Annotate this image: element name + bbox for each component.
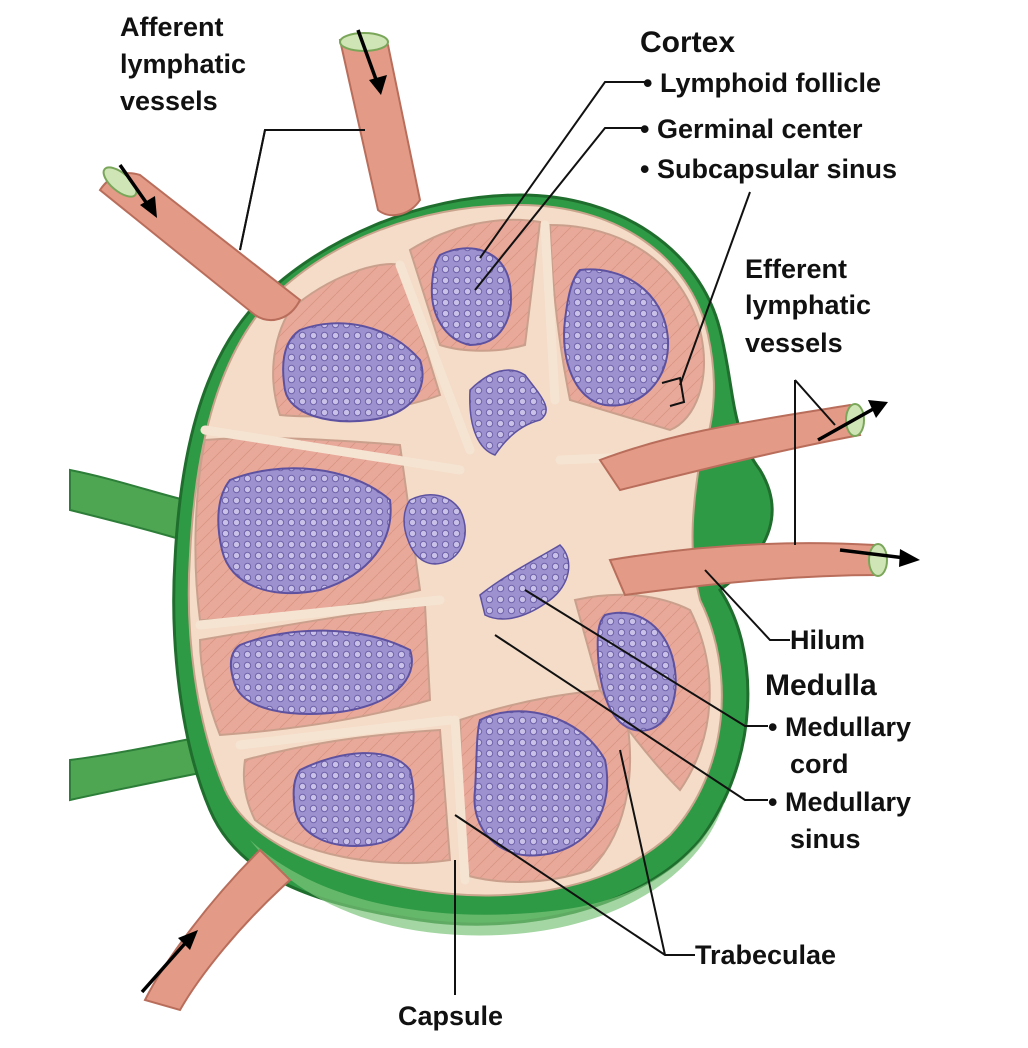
label-medulla: Medulla bbox=[765, 669, 877, 702]
label-medullary-sinus-1: • Medullary bbox=[768, 787, 911, 817]
label-hilum: Hilum bbox=[790, 625, 865, 655]
leader-hilum bbox=[704, 569, 790, 641]
arrow-afferent-bottom bbox=[140, 938, 190, 994]
afferent-vessel-top bbox=[338, 35, 422, 217]
lymphoid-follicles bbox=[217, 247, 677, 857]
follicle-5 bbox=[229, 629, 413, 715]
label-lymphoid-follicle: • Lymphoid follicle bbox=[643, 68, 881, 98]
leader-medullary-sinus bbox=[494, 634, 768, 801]
label-capsule: Capsule bbox=[398, 1001, 503, 1031]
label-trabeculae: Trabeculae bbox=[695, 940, 836, 970]
leader-lines bbox=[239, 81, 836, 995]
label-medullary-sinus-2: sinus bbox=[790, 824, 861, 854]
arrow-efferent-upper bbox=[817, 406, 876, 442]
label-medullary-cord-2: cord bbox=[790, 749, 849, 779]
label-germinal-center: • Germinal center bbox=[640, 114, 863, 144]
label-efferent-3: vessels bbox=[745, 328, 843, 358]
arrow-afferent-left bbox=[118, 163, 152, 210]
label-cortex: Cortex bbox=[640, 26, 735, 59]
subcapsular-bracket bbox=[661, 376, 686, 407]
arrow-efferent-lower bbox=[839, 548, 906, 560]
medullary-cords bbox=[403, 369, 570, 620]
label-afferent-1: Afferent bbox=[120, 12, 224, 42]
leader-efferent bbox=[794, 379, 836, 545]
leader-subcapsular-sinus bbox=[679, 191, 751, 386]
label-afferent-3: vessels bbox=[120, 86, 218, 116]
capsule-highlight bbox=[250, 800, 725, 936]
trabeculae-partitions bbox=[195, 220, 685, 885]
follicle-4 bbox=[217, 467, 392, 594]
leader-medullary-cord bbox=[524, 589, 768, 727]
label-medullary-cord-1: • Medullary bbox=[768, 712, 911, 742]
leader-lymphoid-follicle bbox=[479, 81, 645, 259]
leader-trabeculae bbox=[454, 749, 695, 956]
follicle-6 bbox=[292, 752, 415, 847]
follicle-2 bbox=[430, 247, 512, 347]
leader-afferent bbox=[239, 129, 365, 251]
flow-arrows bbox=[118, 29, 920, 994]
label-efferent-2: lymphatic bbox=[745, 290, 871, 320]
label-efferent-1: Efferent bbox=[745, 254, 847, 284]
follicle-3 bbox=[563, 268, 670, 407]
afferent-vessel-bottom bbox=[143, 848, 292, 1012]
leader-germinal-center bbox=[474, 127, 642, 291]
label-afferent-2: lymphatic bbox=[120, 49, 246, 79]
arrow-afferent-top bbox=[356, 29, 380, 86]
follicle-7 bbox=[473, 710, 609, 857]
follicle-1 bbox=[282, 322, 424, 423]
label-subcapsular-sinus: • Subcapsular sinus bbox=[640, 154, 897, 184]
labels: Afferent lymphatic vessels Cortex • Lymp… bbox=[120, 12, 911, 1031]
left-blood-vessels bbox=[69, 468, 217, 802]
